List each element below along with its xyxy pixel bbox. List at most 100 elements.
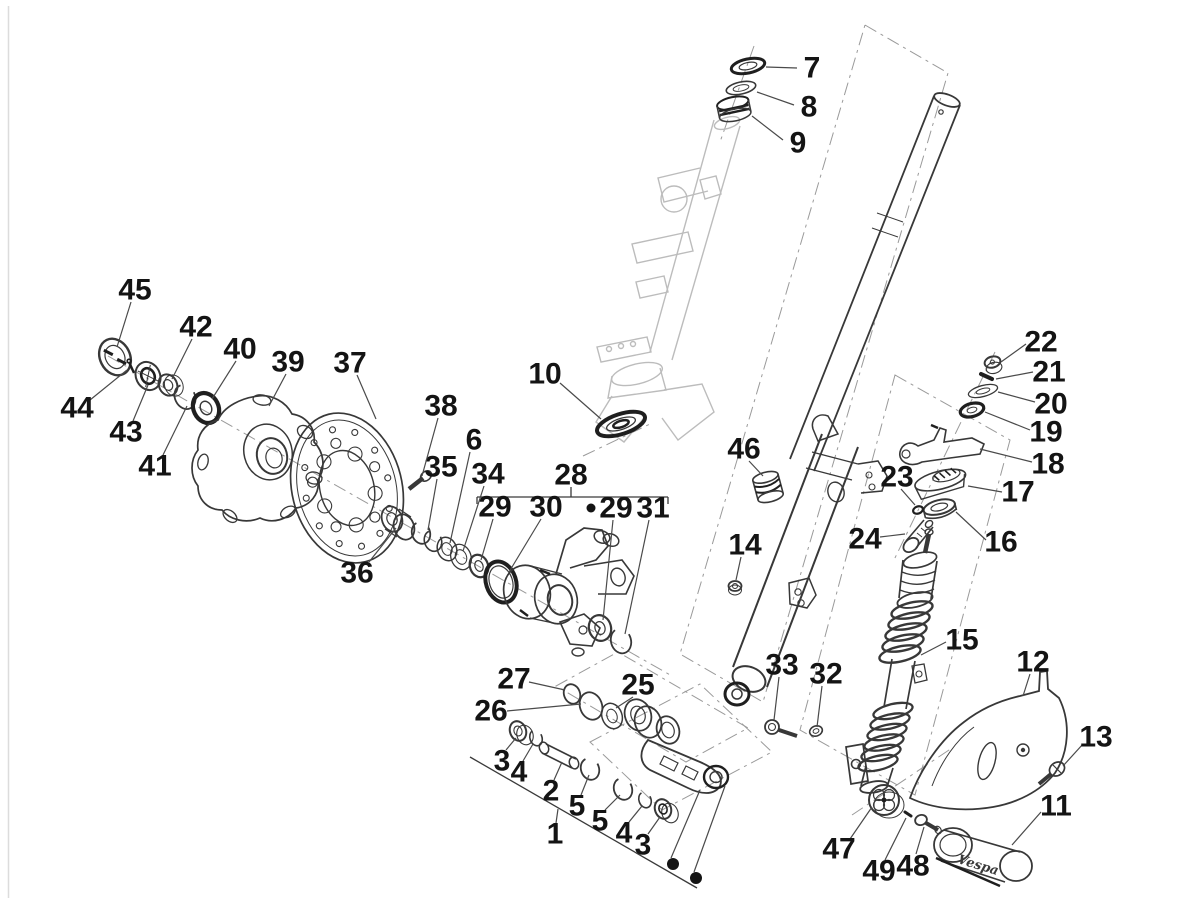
callout-34: 34 bbox=[471, 458, 505, 491]
leader-line-5 bbox=[604, 794, 621, 811]
leader-line-31 bbox=[624, 519, 650, 635]
callout-22: 22 bbox=[1024, 326, 1057, 359]
leader-line-45 bbox=[116, 301, 132, 348]
callout-5: 5 bbox=[569, 790, 586, 823]
part-2-pin bbox=[538, 741, 580, 770]
leader-line-17 bbox=[967, 485, 1003, 493]
leader-line-3 bbox=[505, 737, 517, 751]
leader-line-27 bbox=[528, 681, 566, 691]
steering-bearing-stack bbox=[899, 355, 1003, 554]
callout-5: 5 bbox=[592, 805, 609, 838]
callout-8: 8 bbox=[801, 91, 818, 124]
leader-line-49 bbox=[884, 817, 907, 861]
dot-leader-1 bbox=[670, 789, 701, 859]
callout-28: 28 bbox=[554, 459, 587, 492]
callout-40: 40 bbox=[223, 333, 256, 366]
callout-17: 17 bbox=[1001, 476, 1034, 509]
part-19-bearing-ring bbox=[958, 401, 986, 419]
leader-line-2 bbox=[553, 761, 563, 781]
part-3-bushing-right bbox=[653, 798, 679, 824]
leader-line-25 bbox=[615, 696, 634, 709]
part-12-cover bbox=[908, 669, 1068, 811]
bracket-group-28 bbox=[476, 487, 669, 504]
callout-24: 24 bbox=[848, 523, 882, 556]
assembly-guides bbox=[107, 24, 1011, 816]
callout-9: 9 bbox=[790, 127, 807, 160]
leader-line-46 bbox=[748, 460, 764, 477]
callout-37: 37 bbox=[333, 347, 366, 380]
part-43-bearing bbox=[134, 360, 162, 392]
part-29-bearing-ring-left bbox=[468, 553, 490, 579]
callout-47: 47 bbox=[822, 833, 855, 866]
leader-line-5 bbox=[580, 774, 590, 796]
callout-13: 13 bbox=[1079, 721, 1112, 754]
seal-axis-line bbox=[582, 423, 651, 457]
callout-4: 4 bbox=[616, 817, 633, 850]
callout-29: 29 bbox=[599, 492, 632, 525]
part-48-bolt bbox=[914, 813, 942, 835]
leader-line-13 bbox=[1062, 743, 1084, 767]
part-47-rosette bbox=[868, 784, 905, 819]
leader-line-15 bbox=[920, 641, 947, 656]
fork-group-box bbox=[679, 24, 949, 703]
callout-44: 44 bbox=[60, 392, 94, 425]
leader-line-20 bbox=[997, 391, 1036, 403]
callout-26: 26 bbox=[474, 695, 507, 728]
part-5-ring-right bbox=[612, 777, 634, 801]
callout-45: 45 bbox=[118, 274, 151, 307]
part-45-hub-cap bbox=[97, 337, 133, 377]
leader-line-3 bbox=[647, 816, 661, 835]
callout-12: 12 bbox=[1016, 646, 1049, 679]
leader-line-12 bbox=[1022, 673, 1031, 697]
leader-line-22 bbox=[1000, 343, 1027, 363]
callout-6: 6 bbox=[466, 424, 483, 457]
callout-33: 33 bbox=[765, 649, 798, 682]
part-27-o-ring bbox=[562, 683, 582, 705]
callout-19: 19 bbox=[1029, 416, 1062, 449]
part-46-buffer bbox=[751, 470, 785, 504]
part-23-clip bbox=[912, 505, 924, 515]
leader-line-32 bbox=[816, 685, 823, 728]
callout-41: 41 bbox=[138, 450, 171, 483]
part-17-bearing-seat bbox=[914, 467, 967, 501]
leader-line-24 bbox=[879, 533, 906, 538]
part-25-washer bbox=[600, 702, 624, 730]
leader-line-21 bbox=[995, 371, 1034, 380]
leader-line-8 bbox=[756, 91, 795, 106]
callout-29: 29 bbox=[478, 491, 511, 524]
callout-21: 21 bbox=[1032, 356, 1065, 389]
steering-top-nut-group bbox=[716, 56, 767, 123]
callout-49: 49 bbox=[862, 855, 895, 888]
callout-3: 3 bbox=[494, 745, 511, 778]
callout-36: 36 bbox=[340, 557, 373, 590]
callout-35: 35 bbox=[424, 451, 457, 484]
leader-line-29 bbox=[602, 519, 614, 621]
bracket-group-1 bbox=[469, 756, 698, 889]
part-44-pin bbox=[126, 358, 136, 374]
marker-dot-2 bbox=[667, 858, 679, 870]
marker-dot-1 bbox=[586, 503, 596, 513]
leader-line-33 bbox=[773, 676, 780, 721]
leader-line-29 bbox=[480, 518, 494, 561]
leader-line-11 bbox=[1011, 811, 1042, 846]
callout-27: 27 bbox=[497, 663, 530, 696]
part-9-ring-nut bbox=[716, 95, 752, 123]
leader-line-47 bbox=[849, 806, 873, 840]
callout-16: 16 bbox=[984, 526, 1017, 559]
callout-32: 32 bbox=[809, 658, 842, 691]
leader-line-6 bbox=[449, 451, 471, 544]
callout-10: 10 bbox=[528, 358, 561, 391]
callout-30: 30 bbox=[529, 491, 562, 524]
vespa-logo-text: Vespa bbox=[956, 852, 1001, 879]
callout-46: 46 bbox=[727, 433, 760, 466]
callout-39: 39 bbox=[271, 346, 304, 379]
part-10-dust-seal bbox=[595, 409, 647, 439]
leader-line-30 bbox=[508, 518, 542, 573]
callout-42: 42 bbox=[179, 311, 212, 344]
callout-43: 43 bbox=[109, 416, 142, 449]
leader-line-1 bbox=[555, 808, 559, 824]
part-8-ring bbox=[725, 80, 757, 96]
leader-line-48 bbox=[915, 826, 925, 855]
